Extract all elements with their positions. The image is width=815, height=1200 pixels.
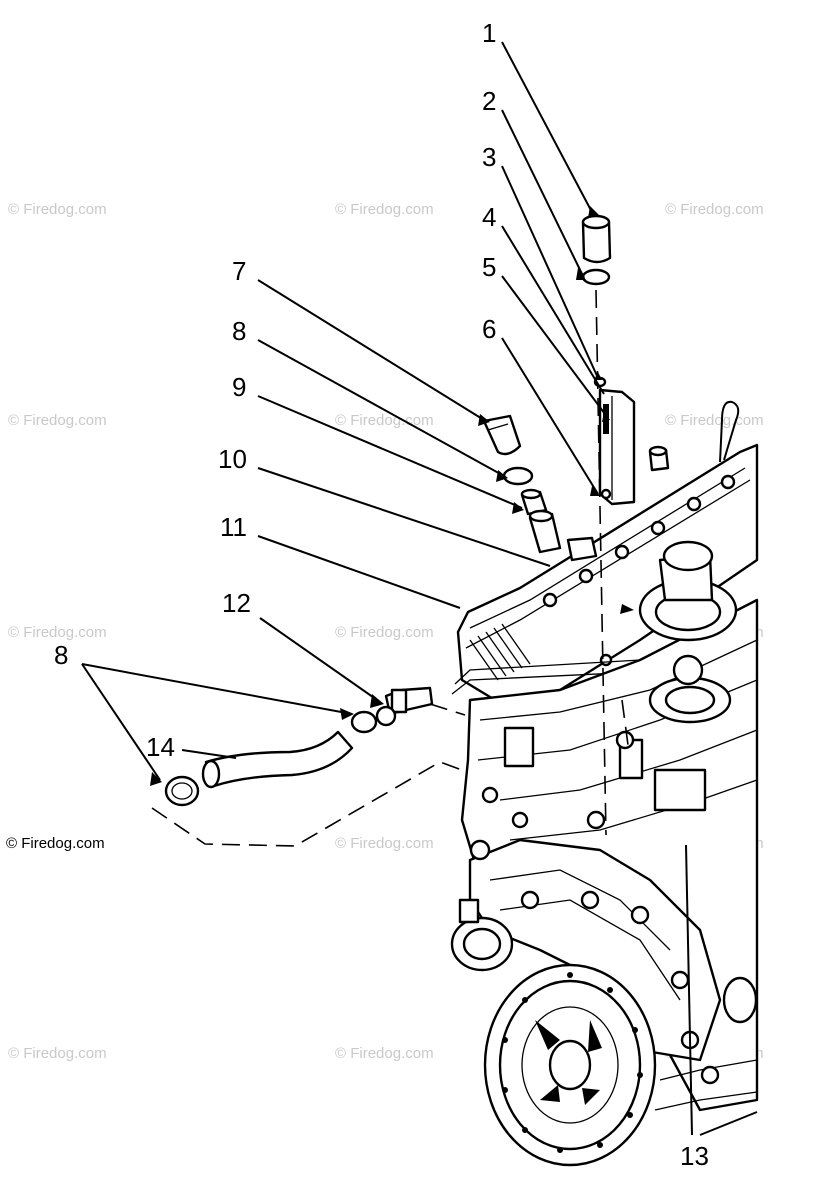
callout-9: 9	[232, 372, 246, 402]
callout-6: 6	[482, 314, 496, 344]
watermark: © Firedog.com	[8, 201, 107, 218]
callout-5: 5	[482, 252, 496, 282]
watermark: © Firedog.com	[335, 624, 434, 641]
callout-1: 1	[482, 18, 496, 48]
thermostat-housing	[638, 540, 738, 724]
part-8-washer	[502, 466, 534, 486]
connector-line	[429, 703, 466, 716]
copyright-label: © Firedog.com	[6, 835, 105, 852]
engine-assembly	[450, 400, 759, 1167]
watermark: © Firedog.com	[665, 412, 764, 429]
part-8-washer	[350, 710, 378, 734]
cover-bolts	[542, 474, 736, 667]
watermark: © Firedog.com	[8, 624, 107, 641]
head-boss	[653, 768, 707, 812]
watermark: © Firedog.com	[335, 835, 434, 852]
part-2-o-ring	[581, 268, 611, 286]
leader-lines	[81, 41, 758, 1136]
exploded-parts	[151, 214, 670, 847]
callout-2: 2	[482, 86, 496, 116]
callout-12: 12	[222, 588, 251, 618]
callout-7: 7	[232, 256, 246, 286]
callouts: 1 2 3 4 5 6 7 8 9 10 11 12 8 14 13	[54, 18, 709, 1171]
callout-13: 13	[680, 1141, 709, 1171]
part-1-cap	[581, 214, 612, 264]
callout-8-lower: 8	[54, 640, 68, 670]
dipstick	[719, 400, 740, 463]
part-6-bolt	[648, 445, 670, 472]
water-pump	[450, 838, 722, 1062]
valve-cover	[456, 443, 759, 702]
callout-11: 11	[220, 512, 247, 542]
part-12-fitting	[375, 686, 434, 727]
head-boss	[503, 726, 535, 768]
callout-8: 8	[232, 316, 246, 346]
connector-line	[151, 761, 463, 847]
callout-3: 3	[482, 142, 496, 172]
cover-ribs	[469, 623, 531, 681]
crankshaft-pulley	[483, 963, 657, 1167]
watermark: © Firedog.com	[665, 201, 764, 218]
callout-4: 4	[482, 202, 496, 232]
axis-line	[621, 699, 629, 746]
part-5-bracket	[598, 388, 636, 506]
watermark: © Firedog.com	[335, 412, 434, 429]
watermark: © Firedog.com	[335, 1045, 434, 1062]
watermark: © Firedog.com	[8, 1045, 107, 1062]
part-14-hose	[204, 730, 354, 788]
part-8-clamp	[164, 775, 200, 807]
part-7-sensor	[482, 414, 522, 456]
callout-14: 14	[146, 732, 175, 762]
part-9-adapter	[520, 488, 548, 516]
watermark: © Firedog.com	[8, 412, 107, 429]
part-10-fitting	[528, 509, 598, 562]
watermark: © Firedog.com	[335, 201, 434, 218]
callout-10: 10	[218, 444, 247, 474]
